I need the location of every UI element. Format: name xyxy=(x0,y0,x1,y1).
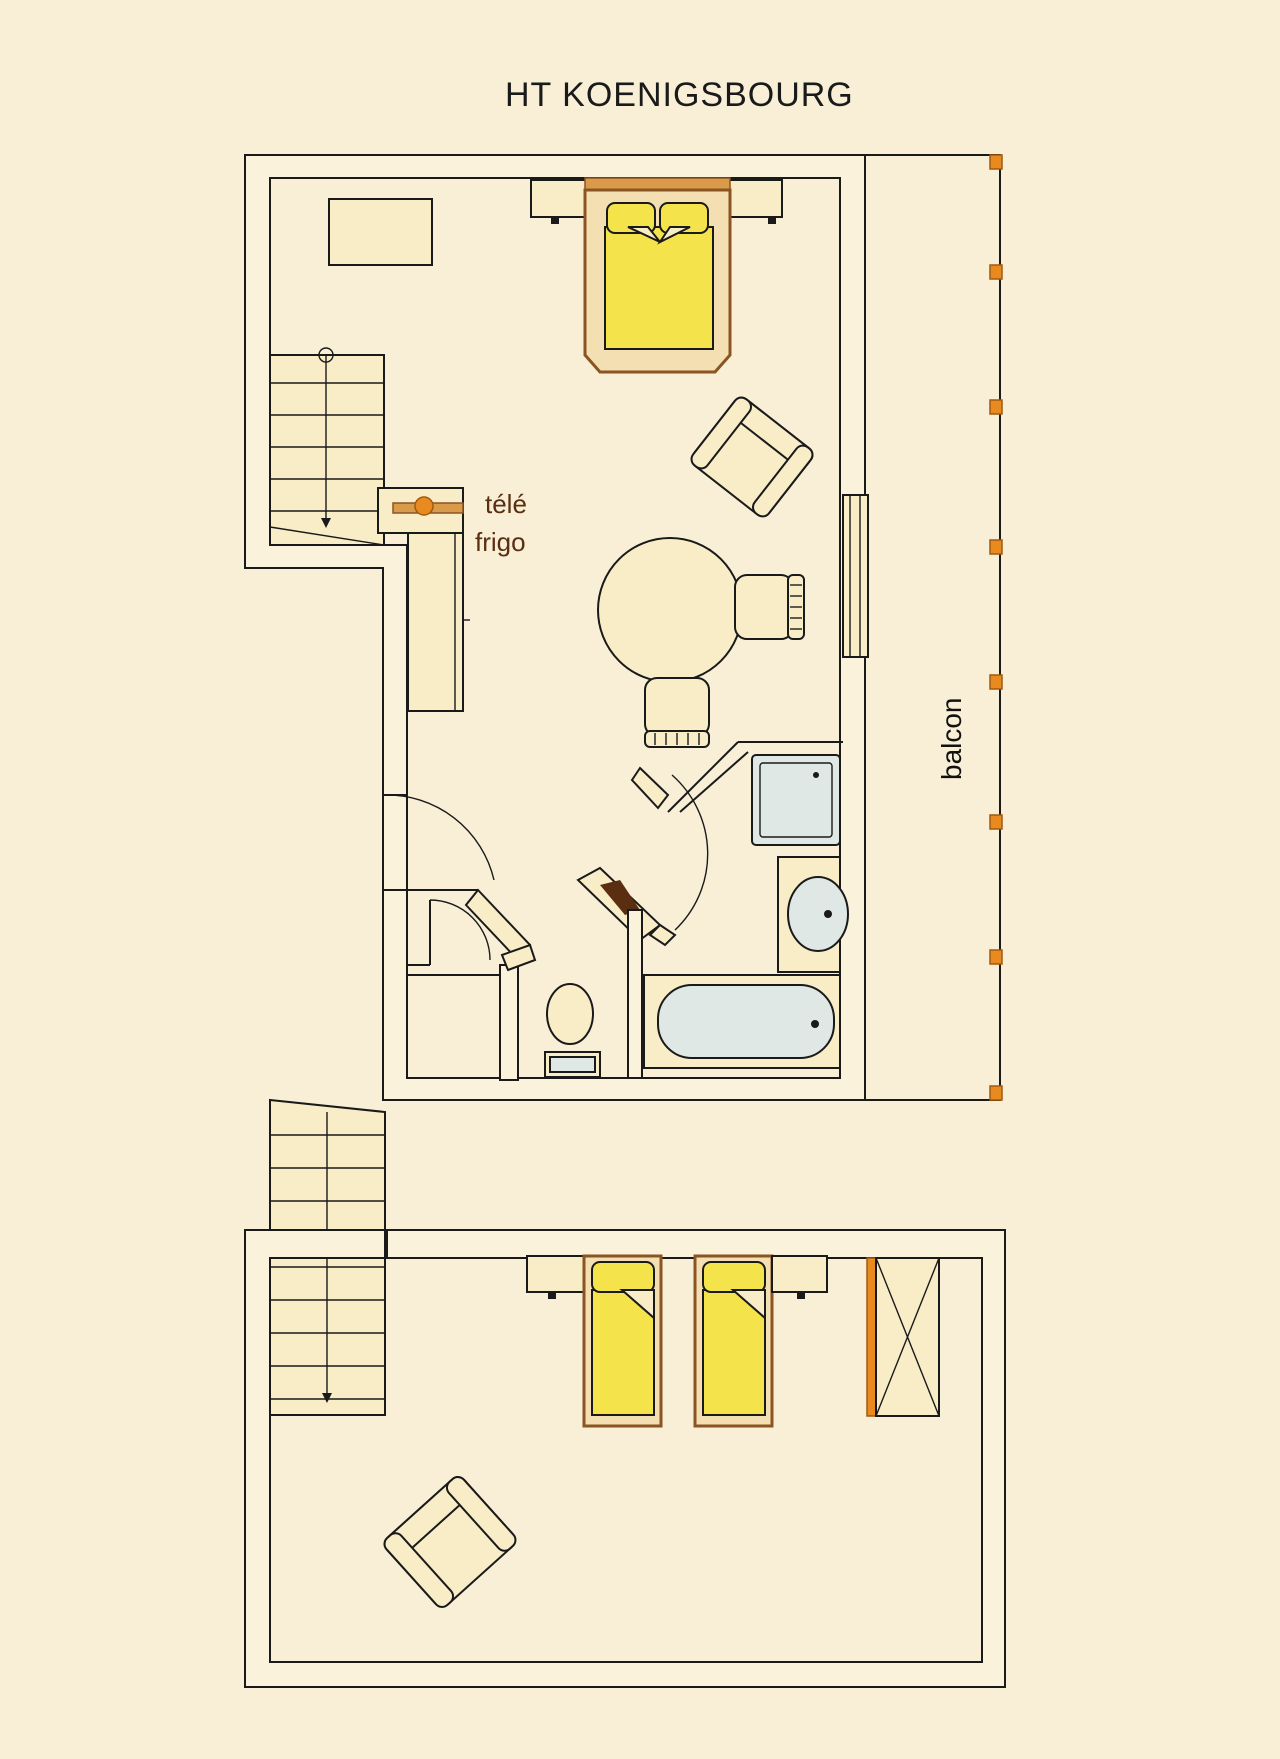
entry-door xyxy=(383,794,495,881)
shower-tray xyxy=(751,754,841,846)
pillow xyxy=(659,202,709,234)
balcony xyxy=(864,154,1001,1101)
double-bed xyxy=(530,177,783,374)
fridge-label: frigo xyxy=(475,527,526,557)
bed-mattress xyxy=(604,226,714,350)
dining-chair xyxy=(734,574,805,640)
armchair xyxy=(690,396,814,518)
twin-bed-right xyxy=(693,1254,828,1428)
washbasin xyxy=(777,856,849,973)
wardrobe xyxy=(866,1257,940,1417)
toilet xyxy=(544,983,601,1078)
tv-cabinet xyxy=(377,487,464,534)
lower-level xyxy=(244,1098,1006,1688)
balcony-label: balcon xyxy=(936,697,967,780)
bathtub xyxy=(643,974,841,1069)
dining-chair xyxy=(644,677,710,748)
balcony-window xyxy=(842,494,869,658)
bathroom-block xyxy=(383,741,843,1081)
low-table xyxy=(328,198,433,266)
round-table xyxy=(597,537,743,683)
pillow xyxy=(606,202,656,234)
pillow xyxy=(591,1261,655,1293)
twin-bed-left xyxy=(526,1254,663,1428)
kitchen-counter xyxy=(407,532,470,712)
plan-title: HT KOENIGSBOURG xyxy=(505,76,854,114)
pillow xyxy=(702,1261,766,1293)
balcony-posts xyxy=(989,154,1003,1101)
tv-label: télé xyxy=(485,489,527,519)
upper-staircase xyxy=(269,347,385,546)
upper-level: balcon xyxy=(244,154,1003,1101)
armchair xyxy=(383,1476,517,1608)
